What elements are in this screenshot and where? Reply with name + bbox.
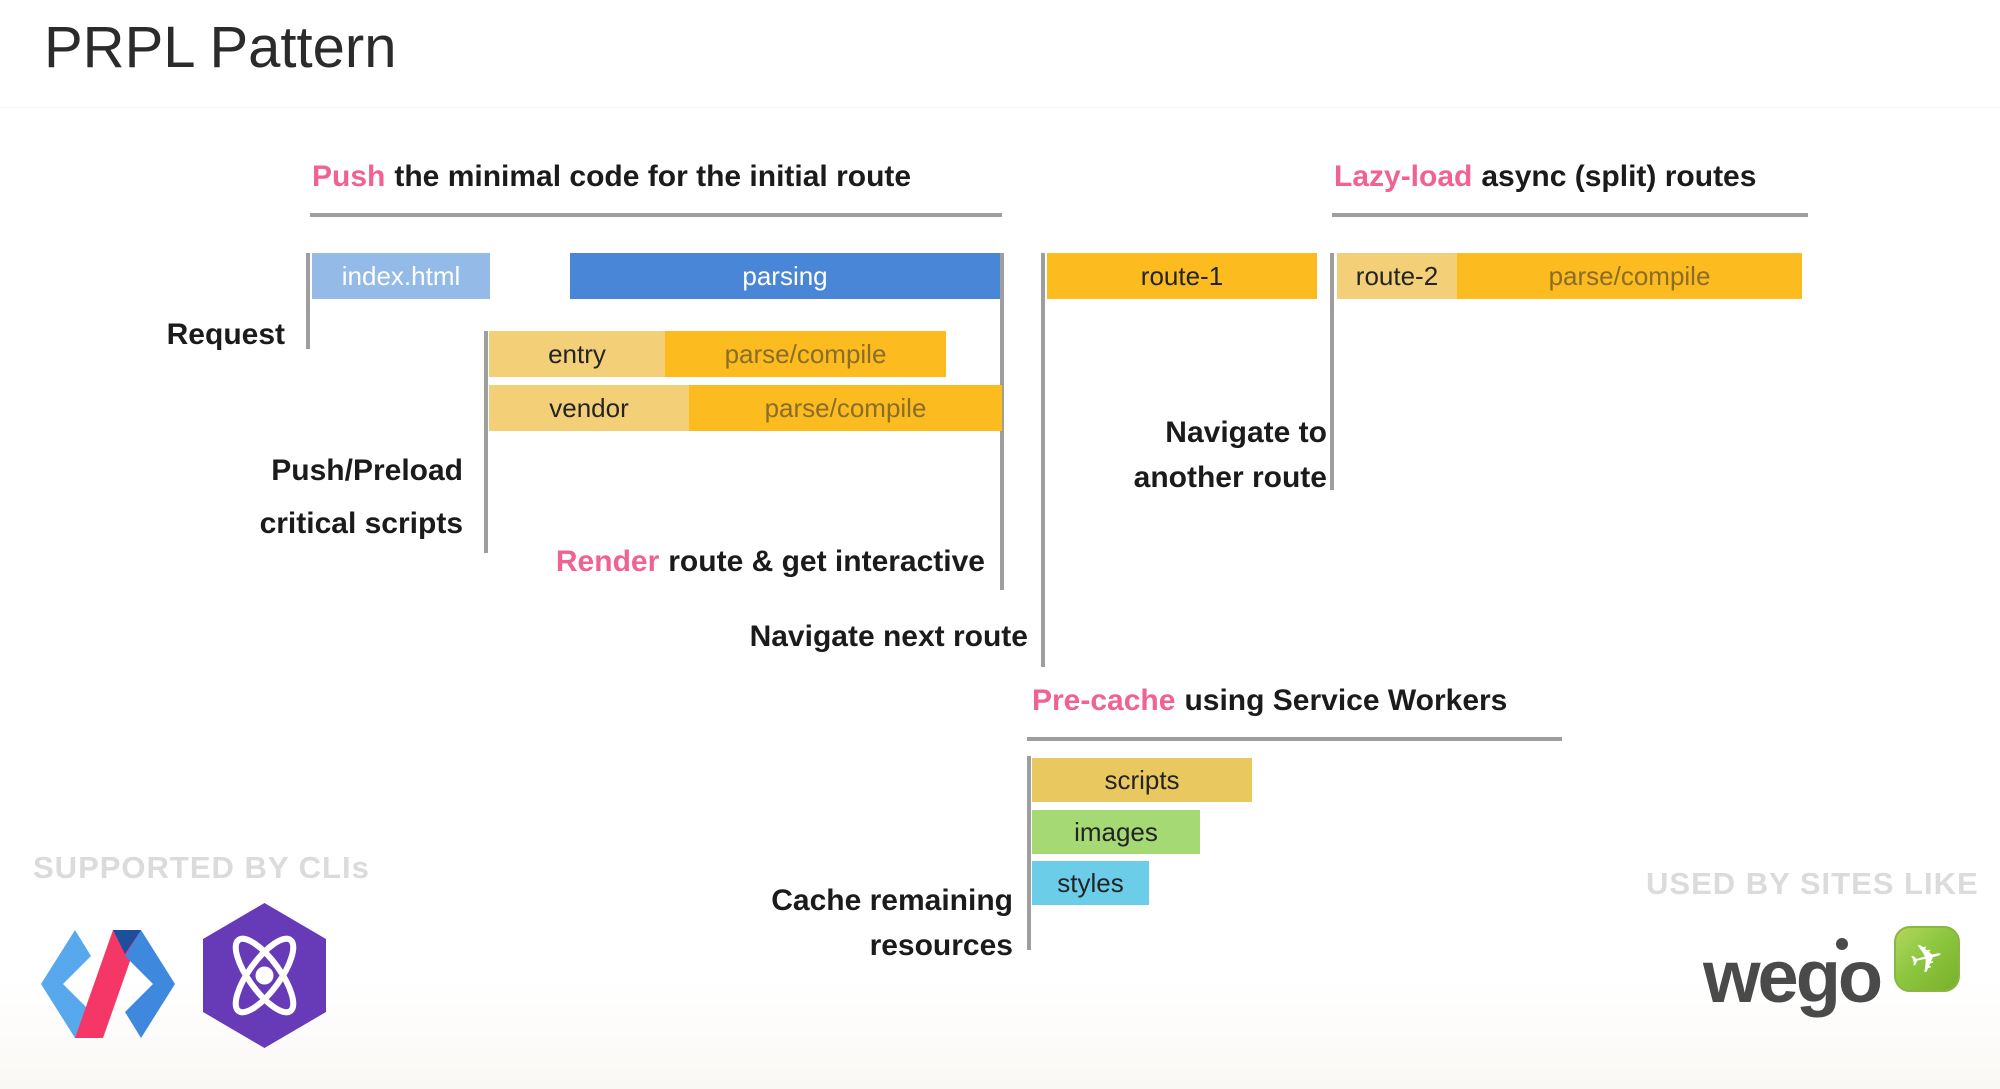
wego-logo: wego ✈	[1703, 926, 1963, 1056]
bar-index-html: index.html	[312, 253, 490, 299]
navigate-next-tick-line	[1041, 253, 1045, 667]
push-preload-tick-line	[484, 331, 488, 553]
push-preload-label-line2: critical scripts	[259, 507, 463, 540]
cache-remaining-label: Cache remaining resources	[771, 878, 1013, 968]
plane-glyph: ✈	[1905, 933, 1949, 985]
bar-vendor: vendor	[489, 385, 689, 431]
bar-parsing: parsing	[570, 253, 1000, 299]
request-label: Request	[166, 318, 285, 351]
cache-remaining-line1: Cache remaining	[771, 884, 1013, 917]
bar-entry-parse-compile: parse/compile	[665, 331, 946, 377]
used-by-sites-label: USED BY SITES LIKE	[1646, 866, 1979, 901]
bar-images-label: images	[1074, 816, 1158, 847]
bar-entry: entry	[489, 331, 665, 377]
push-preload-label-line1: Push/Preload	[271, 454, 463, 487]
pre-cache-heading-rest: using Service Workers	[1184, 684, 1508, 717]
pre-cache-heading-underline	[1027, 737, 1562, 741]
render-label-highlight: Render	[555, 545, 660, 578]
push-heading-rest: the minimal code for the initial route	[394, 160, 912, 193]
bar-route-1: route-1	[1047, 253, 1317, 299]
wego-plane-icon: ✈	[1894, 926, 1960, 992]
cache-remaining-line2: resources	[869, 929, 1013, 962]
bar-images: images	[1032, 810, 1200, 854]
bar-route-1-label: route-1	[1140, 260, 1224, 291]
bar-scripts-label: scripts	[1104, 764, 1180, 795]
bar-parsing-label: parsing	[742, 260, 828, 291]
bar-route-2: route-2	[1337, 253, 1457, 299]
bar-scripts: scripts	[1032, 758, 1252, 802]
wego-dot	[1836, 938, 1848, 950]
navigate-another-line1: Navigate to	[1165, 416, 1327, 449]
supported-by-clis-label: SUPPORTED BY CLIs	[33, 850, 370, 885]
navigate-next-route-label: Navigate next route	[749, 620, 1028, 653]
bar-entry-parse-label: parse/compile	[724, 338, 887, 369]
bar-styles: styles	[1032, 861, 1149, 905]
bar-styles-label: styles	[1057, 867, 1124, 898]
lazy-load-heading-underline	[1332, 213, 1808, 217]
navigate-another-tick-line	[1330, 253, 1334, 490]
bar-index-html-label: index.html	[341, 260, 461, 291]
bar-vendor-label: vendor	[549, 392, 629, 423]
navigate-another-line2: another route	[1133, 461, 1327, 494]
bar-entry-label: entry	[548, 338, 606, 369]
pre-cache-tick-line	[1027, 756, 1031, 950]
bar-route-2-parse-compile: parse/compile	[1457, 253, 1802, 299]
divider-line	[0, 107, 2000, 108]
bar-vendor-parse-compile: parse/compile	[689, 385, 1002, 431]
bar-route-2-parse-label: parse/compile	[1548, 260, 1711, 291]
request-tick-line	[306, 253, 310, 349]
bar-vendor-parse-label: parse/compile	[764, 392, 927, 423]
render-label-rest: route & get interactive	[668, 545, 985, 578]
render-tick-line	[1000, 253, 1004, 590]
push-heading-highlight: Push	[312, 160, 386, 193]
bar-route-2-label: route-2	[1355, 260, 1439, 291]
lazy-load-heading-rest: async (split) routes	[1481, 160, 1757, 193]
push-preload-label: Push/Preload critical scripts	[260, 444, 463, 550]
lazy-load-heading-highlight: Lazy-load	[1334, 160, 1473, 193]
push-heading-underline	[310, 213, 1002, 217]
navigate-another-route-label: Navigate to another route	[1134, 410, 1327, 500]
preact-logo-icon	[203, 903, 326, 1048]
pre-cache-heading-highlight: Pre-cache	[1032, 684, 1176, 717]
page-title: PRPL Pattern	[44, 15, 397, 80]
wego-wordmark: wego	[1703, 935, 1883, 1018]
polymer-logo-icon	[41, 930, 175, 1038]
